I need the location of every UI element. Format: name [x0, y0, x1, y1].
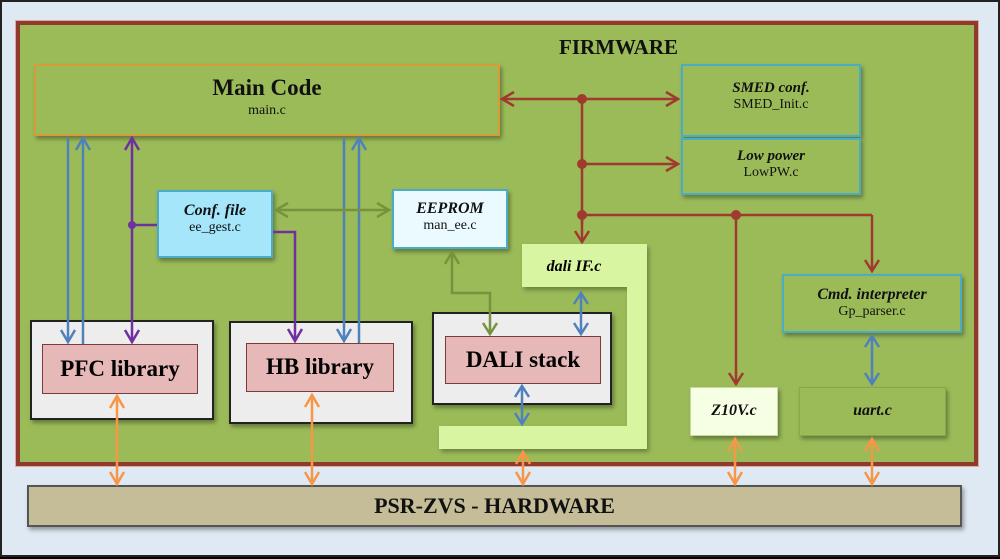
arrowhead-hw-down [303, 471, 321, 487]
arrowhead-hw-down [108, 471, 126, 487]
main-code-file: main.c [248, 103, 286, 118]
main-code-title: Main Code [212, 75, 322, 100]
low-power-file: LowPW.c [743, 165, 799, 180]
cmd-interpreter-title: Cmd. interpreter [817, 286, 927, 303]
arrowhead-hw-down [726, 471, 744, 487]
cmd-interpreter-file: Gp_parser.c [838, 304, 906, 319]
hardware-block: PSR-ZVS - HARDWARE [27, 485, 962, 527]
firmware-title: FIRMWARE [559, 35, 678, 59]
arrowhead-hw-down [514, 471, 532, 487]
low-power-block: Low power LowPW.c [681, 138, 861, 195]
dali-if-label: dali IF.c [546, 258, 602, 275]
main-code-block: Main Code main.c [34, 64, 500, 136]
z10v-block: Z10V.c [690, 387, 778, 436]
conf-file-file: ee_gest.c [189, 220, 241, 235]
smed-conf-title: SMED conf. [732, 80, 810, 96]
smed-conf-block: SMED conf. SMED_Init.c [681, 64, 861, 137]
eeprom-title: EEPROM [416, 200, 484, 217]
dali-stack-block: DALI stack [445, 336, 601, 384]
z10v-title: Z10V.c [711, 402, 757, 419]
uart-title: uart.c [853, 402, 892, 419]
cmd-interpreter-block: Cmd. interpreter Gp_parser.c [782, 274, 962, 333]
hb-library-block: HB library [246, 343, 394, 392]
uart-block: uart.c [799, 387, 946, 436]
eeprom-file: man_ee.c [423, 218, 477, 233]
low-power-title: Low power [737, 148, 805, 164]
arrowhead-hw-down [863, 471, 881, 487]
pfc-library-block: PFC library [42, 344, 198, 394]
conf-file-block: Conf. file ee_gest.c [157, 190, 273, 258]
conf-file-title: Conf. file [183, 202, 247, 219]
smed-conf-file: SMED_Init.c [733, 97, 809, 112]
eeprom-block: EEPROM man_ee.c [392, 189, 508, 249]
